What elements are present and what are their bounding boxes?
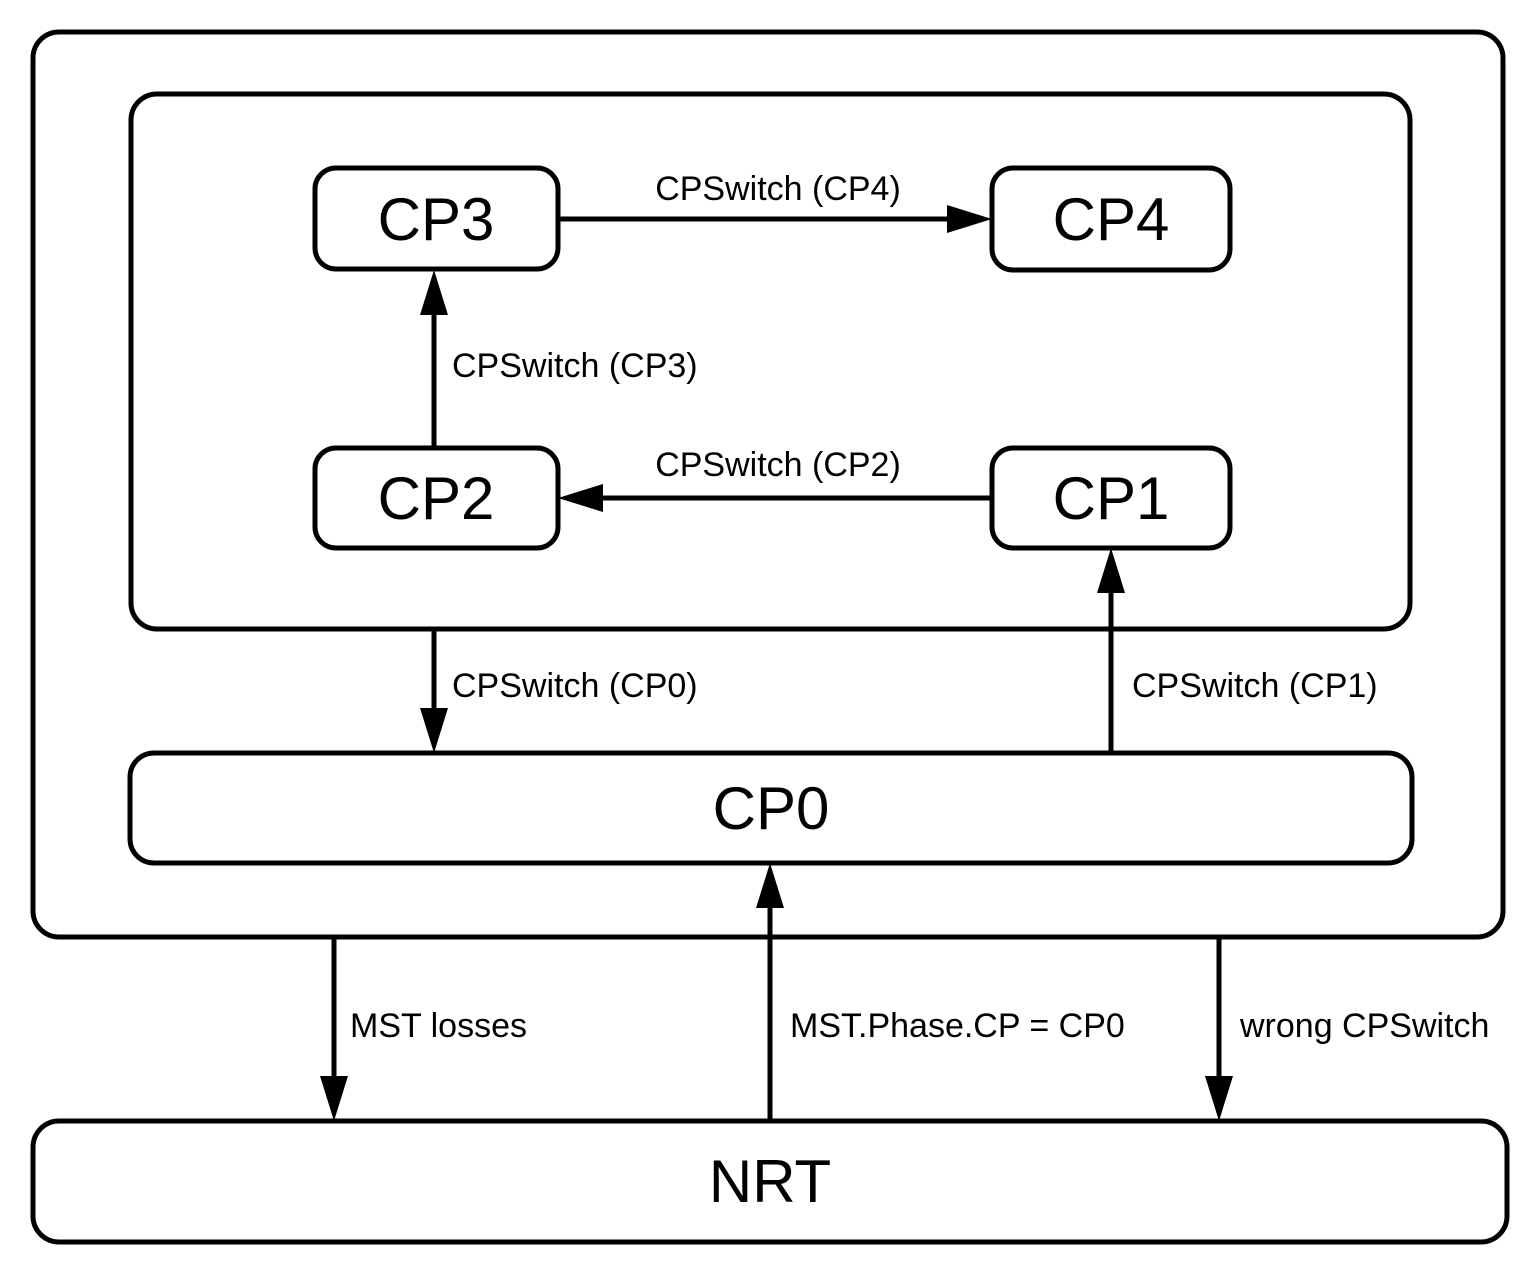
outer-to-nrt-left-arrowhead xyxy=(320,1076,348,1121)
inner-to-cp0-arrowhead xyxy=(420,708,448,753)
edge-cp1-to-cp2: CPSwitch (CP2) xyxy=(558,446,992,512)
outer-to-nrt-right-arrowhead xyxy=(1205,1076,1233,1121)
outer-to-nrt-left-label: MST losses xyxy=(350,1007,527,1045)
cp0-to-cp1-arrowhead xyxy=(1097,548,1125,593)
edge-outer-to-nrt-right: wrong CPSwitch xyxy=(1205,937,1489,1121)
inner-to-cp0-label: CPSwitch (CP0) xyxy=(452,667,698,705)
cp2-label: CP2 xyxy=(378,465,495,532)
node-cp0: CP0 xyxy=(127,750,1415,866)
node-cp3: CP3 xyxy=(312,165,561,272)
node-nrt: NRT xyxy=(30,1118,1510,1245)
edge-cp0-to-cp1: CPSwitch (CP1) xyxy=(1097,548,1378,753)
cp1-to-cp2-arrowhead xyxy=(558,484,603,512)
cp2-to-cp3-label: CPSwitch (CP3) xyxy=(452,347,698,385)
node-cp2: CP2 xyxy=(312,445,561,551)
cp0-box xyxy=(127,750,1415,866)
cp1-label: CP1 xyxy=(1053,465,1170,532)
cp1-to-cp2-label: CPSwitch (CP2) xyxy=(655,446,901,484)
edge-nrt-to-cp0: MST.Phase.CP = CP0 xyxy=(756,863,1125,1121)
cp4-label: CP4 xyxy=(1053,186,1170,253)
edge-cp3-to-cp4: CPSwitch (CP4) xyxy=(558,170,992,233)
cp3-to-cp4-label: CPSwitch (CP4) xyxy=(655,170,901,208)
nrt-label: NRT xyxy=(709,1148,831,1215)
cp3-label: CP3 xyxy=(378,186,495,253)
cp0-to-cp1-label: CPSwitch (CP1) xyxy=(1132,667,1378,705)
nrt-to-cp0-label: MST.Phase.CP = CP0 xyxy=(790,1007,1125,1045)
edge-inner-to-cp0: CPSwitch (CP0) xyxy=(420,629,698,753)
nrt-to-cp0-arrowhead xyxy=(756,863,784,908)
cp3-to-cp4-arrowhead xyxy=(947,205,992,233)
edge-outer-to-nrt-left: MST losses xyxy=(320,937,527,1121)
edge-cp2-to-cp3: CPSwitch (CP3) xyxy=(420,270,698,448)
node-cp4: CP4 xyxy=(989,165,1233,273)
node-cp1: CP1 xyxy=(989,445,1233,551)
outer-to-nrt-right-label: wrong CPSwitch xyxy=(1239,1007,1489,1045)
cp2-to-cp3-arrowhead xyxy=(420,270,448,315)
cp0-label: CP0 xyxy=(713,775,830,842)
